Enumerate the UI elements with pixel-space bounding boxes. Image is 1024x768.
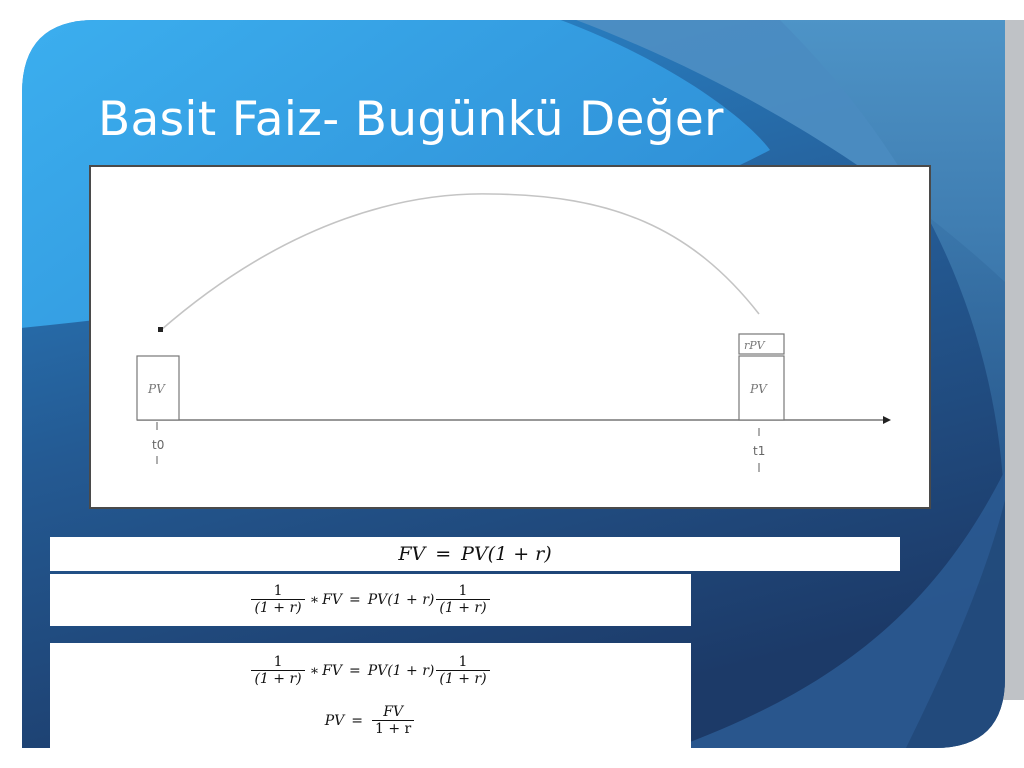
- f3-den-right: (1 + r): [436, 669, 490, 689]
- formula-future-value: FV = PV(1 + r): [50, 537, 900, 571]
- rpv-box: [738, 333, 785, 355]
- f3-star: ∗: [309, 663, 320, 679]
- timeline-svg: PV rPV PV t0 t1: [136, 193, 891, 472]
- f2-pv: PV(1 + r): [367, 592, 435, 608]
- formula-present-value: 1 (1 + r) ∗ FV = PV(1 + r) 1 (1 + r) PV …: [50, 643, 691, 748]
- f2-fraction-left: 1 (1 + r): [251, 582, 305, 618]
- formula-divide-both-sides: 1 (1 + r) ∗ FV = PV(1 + r) 1 (1 + r): [50, 574, 691, 626]
- f2-num-right: 1: [458, 582, 468, 599]
- f1-eq: =: [435, 543, 452, 565]
- f2-star: ∗: [309, 592, 320, 608]
- t0-label: t0: [152, 438, 164, 452]
- f1-lhs: FV: [398, 543, 426, 565]
- slide-title: Basit Faiz- Bugünkü Değer: [98, 92, 724, 147]
- pv-left-label: PV: [147, 382, 166, 396]
- f3-eq2: =: [351, 713, 364, 729]
- f3-pv-lhs: PV: [324, 713, 345, 729]
- axis-arrow-icon: [883, 416, 891, 424]
- pv-right-label: PV: [749, 382, 768, 396]
- f2-den-right: (1 + r): [436, 598, 490, 618]
- f1-rhs: PV(1 + r): [461, 543, 552, 565]
- f3-den-result: 1 + r: [372, 719, 415, 739]
- f2-den-left: (1 + r): [251, 598, 305, 618]
- f3-num-result: FV: [383, 703, 404, 720]
- rpv-label: rPV: [744, 339, 766, 352]
- pv-box-right: [738, 355, 785, 421]
- f2-num-left: 1: [273, 582, 283, 599]
- f3-num-left: 1: [273, 653, 283, 670]
- f3-fraction-right: 1 (1 + r): [436, 653, 490, 689]
- f3-pv: PV(1 + r): [367, 663, 435, 679]
- interest-arc: [160, 193, 760, 331]
- t1-label: t1: [753, 444, 765, 458]
- f2-fraction-right: 1 (1 + r): [436, 582, 490, 618]
- f2-eq: =: [348, 592, 361, 608]
- f3-eq: =: [348, 663, 361, 679]
- arc-start-marker: [158, 327, 163, 332]
- pv-box-left: [136, 355, 180, 421]
- f2-fv: FV: [322, 592, 342, 608]
- f3-fv: FV: [322, 663, 342, 679]
- timeline-diagram: PV rPV PV t0 t1: [89, 165, 931, 509]
- f3-fraction-left: 1 (1 + r): [251, 653, 305, 689]
- f3-fraction-result: FV 1 + r: [372, 703, 415, 739]
- f3-den-left: (1 + r): [251, 669, 305, 689]
- f3-num-right: 1: [458, 653, 468, 670]
